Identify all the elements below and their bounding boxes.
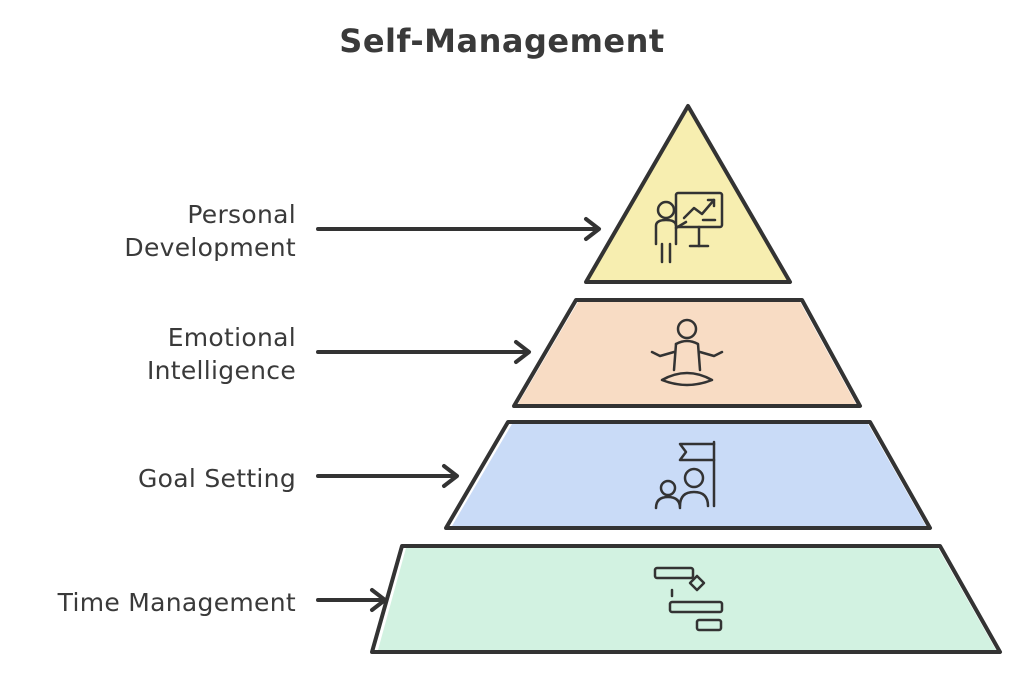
label-personal-development: Personal Development	[124, 198, 296, 264]
meditation-icon	[650, 318, 724, 387]
tier-outline	[584, 104, 792, 284]
tier-fill	[452, 424, 926, 526]
arrow-emotional-intelligence	[316, 340, 531, 364]
tier-outline	[512, 298, 862, 408]
gantt-chart-icon	[653, 566, 724, 632]
arrows	[316, 217, 601, 612]
tier-goal-setting	[444, 420, 932, 530]
page-title: Self-Management	[339, 22, 665, 60]
tier-emotional-intelligence	[512, 298, 862, 408]
tier-outline	[444, 420, 932, 530]
arrow-personal-development	[316, 217, 601, 241]
label-time-management: Time Management	[58, 586, 296, 619]
label-line-1: Emotional	[167, 323, 296, 352]
presenter-chart-icon	[654, 191, 724, 264]
label-line-2: Development	[124, 233, 296, 262]
tier-fill	[518, 302, 856, 404]
arrow-time-management	[316, 588, 387, 612]
team-flag-icon	[654, 440, 716, 510]
label-emotional-intelligence: Emotional Intelligence	[147, 321, 296, 387]
arrow-goal-setting	[316, 464, 459, 488]
label-line-1: Personal	[187, 200, 296, 229]
tier-personal-development	[584, 104, 792, 284]
label-goal-setting: Goal Setting	[138, 462, 296, 495]
tier-time-management	[370, 544, 1002, 654]
label-line-2: Intelligence	[146, 356, 296, 385]
label-line-1: Time Management	[57, 588, 296, 617]
label-line-1: Goal Setting	[138, 464, 296, 493]
tier-outline	[370, 544, 1002, 654]
tier-fill	[378, 548, 996, 650]
